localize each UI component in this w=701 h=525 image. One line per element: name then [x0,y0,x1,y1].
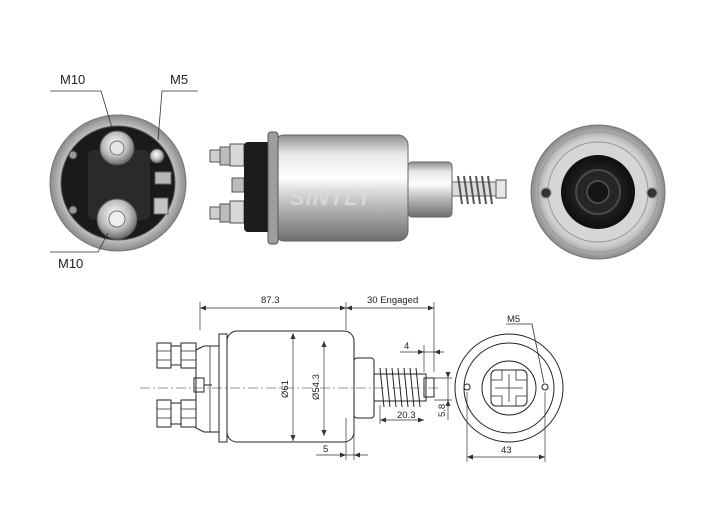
dim-mount-spacing: 43 [501,445,512,456]
dim-flange: 5 [323,444,328,455]
dim-inner-diameter: Ø54.3 [311,374,322,400]
dim-gap: 4 [404,341,409,352]
rear-end-view [530,124,666,260]
solenoid-side-photo [209,131,507,245]
label-m5-end: M5 [507,314,520,325]
dim-plunger-diameter: 5.8 [437,404,448,417]
dimension-lines [199,302,452,460]
callout-lines [50,90,198,253]
arrowheads [200,305,451,458]
watermark: SINTLY [290,185,374,210]
terminal-end-view [49,114,187,252]
technical-drawing-end [454,323,564,462]
label-m10-top: M10 [60,72,85,87]
dim-total-length: 87.3 [261,295,280,306]
dim-engaged: 30 Engaged [367,295,418,306]
dim-plunger-length: 20.3 [397,410,416,421]
dim-outer-diameter: Ø61 [280,380,291,398]
technical-drawing-side [140,330,440,443]
label-m10-bottom: M10 [58,256,83,271]
label-m5: M5 [170,72,188,87]
